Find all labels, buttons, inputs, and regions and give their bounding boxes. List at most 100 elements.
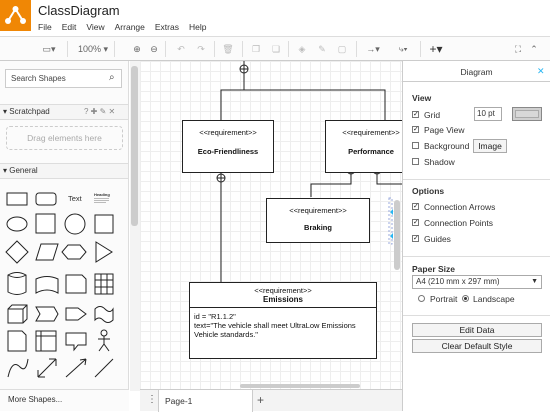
to-back-icon[interactable]: ❏	[271, 44, 281, 54]
landscape-radio[interactable]	[462, 295, 469, 302]
image-button[interactable]: Image	[473, 139, 507, 153]
tab-diagram[interactable]: Diagram	[460, 67, 493, 77]
sidebar-scrollbar[interactable]	[130, 61, 140, 391]
collapse-icon[interactable]: ⌃	[530, 44, 538, 54]
zoom-out-icon[interactable]: ⊖	[150, 44, 158, 54]
process-shape	[94, 214, 114, 234]
close-icon[interactable]: ✕	[537, 66, 545, 76]
connection-icon[interactable]: →▾	[366, 44, 380, 54]
braking-block[interactable]: <<requirement>> Braking	[266, 198, 370, 243]
eco-friendliness-block[interactable]: <<requirement>> Eco-Friendliness	[182, 120, 274, 173]
scratchpad-dropzone[interactable]: Drag elements here	[6, 126, 123, 150]
document-shape	[65, 274, 87, 294]
grid-checkbox[interactable]: ✓	[412, 111, 419, 118]
menu-file[interactable]: File	[38, 22, 52, 32]
guides-checkbox[interactable]: ✓	[412, 235, 419, 242]
portrait-radio[interactable]	[418, 295, 425, 302]
connection-arrows-checkbox[interactable]: ✓	[412, 203, 419, 210]
arrow-shape	[65, 358, 87, 378]
canvas-vscroll-thumb[interactable]	[394, 200, 400, 270]
undo-icon[interactable]: ↶	[177, 44, 185, 54]
menu-view[interactable]: View	[86, 22, 105, 32]
emissions-block[interactable]: <<requirement>> Emissions id = "R1.1.2" …	[189, 282, 377, 359]
zoom-select[interactable]: 100% ▾	[77, 44, 109, 54]
internal-storage-shape	[35, 330, 57, 352]
step-shape	[35, 306, 59, 322]
scratchpad-tools-icon: ? ✚ ✎ ✕	[84, 107, 116, 116]
menu-edit[interactable]: Edit	[61, 22, 77, 32]
tab-page-1[interactable]: Page-1	[158, 390, 253, 412]
curve-shape	[7, 358, 29, 378]
line-color-icon[interactable]: ✎	[318, 44, 326, 54]
paper-size-select[interactable]: A4 (210 mm x 297 mm)▼	[412, 275, 542, 289]
shadow-label: Shadow	[424, 157, 455, 167]
page-tab-bar: ⋮ Page-1 +	[140, 389, 402, 412]
view-header: View	[412, 93, 432, 103]
diagram-canvas[interactable]: <<requirement>> Eco-Friendliness <<requi…	[140, 61, 402, 389]
braking-stereotype: <<requirement>>	[289, 206, 347, 215]
fullscreen-icon[interactable]: ⛶	[514, 44, 522, 54]
emissions-text-line2: Vehicle standards."	[194, 330, 258, 339]
sidebar-scroll-thumb[interactable]	[131, 66, 138, 226]
triangle-shape	[95, 241, 113, 263]
selection-handles	[388, 197, 393, 245]
more-shapes-button[interactable]: More Shapes...	[0, 389, 129, 411]
page-view-label: Page View	[424, 125, 465, 135]
redo-icon[interactable]: ↷	[197, 44, 205, 54]
landscape-label: Landscape	[473, 294, 515, 304]
search-icon[interactable]: ⌕	[109, 72, 115, 83]
canvas-hscroll-thumb[interactable]	[240, 384, 360, 388]
cylinder-shape	[7, 272, 27, 295]
delete-icon[interactable]: 🗑	[222, 44, 234, 54]
ellipse-shape-outline	[6, 216, 28, 232]
connection-points-checkbox[interactable]: ✓	[412, 219, 419, 226]
emissions-attributes: id = "R1.1.2" text="The vehicle shall me…	[190, 307, 376, 339]
search-input[interactable]: Search Shapes	[5, 69, 122, 88]
edit-data-button[interactable]: Edit Data	[412, 323, 542, 337]
zoom-in-icon[interactable]: ⊕	[133, 44, 141, 54]
add-page-icon[interactable]: +	[257, 393, 265, 407]
performance-block[interactable]: <<requirement>> Performance	[325, 120, 402, 173]
waypoints-icon[interactable]: ⤷▾	[398, 44, 408, 54]
tape-shape	[94, 306, 114, 323]
shadow-icon[interactable]: ▢	[337, 44, 347, 54]
general-header[interactable]: ▾ General	[0, 163, 128, 179]
clear-default-style-button[interactable]: Clear Default Style	[412, 339, 542, 353]
hexagon-shape	[61, 244, 87, 260]
square-shape	[35, 213, 56, 234]
menu-arrange[interactable]: Arrange	[114, 22, 145, 32]
grid-size-input[interactable]: 10 pt	[474, 107, 502, 121]
pages-menu-icon[interactable]: ⋮	[147, 394, 157, 405]
document-title[interactable]: ClassDiagram	[38, 3, 120, 18]
card-shape	[65, 307, 87, 321]
to-front-icon[interactable]: ❐	[251, 44, 261, 54]
emissions-name: Emissions	[262, 295, 303, 304]
emissions-text-line1: text="The vehicle shall meet UltraLow Em…	[194, 321, 356, 330]
background-checkbox[interactable]	[412, 142, 419, 149]
performance-name: Performance	[348, 147, 394, 156]
page-shape	[7, 330, 27, 352]
general-shapes: Text Heading	[5, 192, 114, 378]
page-view-checkbox[interactable]: ✓	[412, 126, 419, 133]
app-logo	[0, 0, 31, 31]
options-header: Options	[412, 186, 445, 196]
chevron-down-icon: ▼	[531, 278, 538, 285]
format-panel-icon[interactable]: ▭▾	[42, 44, 56, 54]
scratchpad-header[interactable]: ▾ Scratchpad? ✚ ✎ ✕	[0, 104, 128, 120]
guides-label: Guides	[424, 234, 451, 244]
emissions-id: id = "R1.1.2"	[194, 312, 236, 321]
fill-color-icon[interactable]: ◈	[298, 44, 306, 54]
insert-icon[interactable]: +▾	[429, 42, 443, 56]
line-shape	[94, 358, 114, 378]
menu-help[interactable]: Help	[188, 22, 207, 32]
bidirectional-arrow-shape	[37, 358, 57, 378]
performance-stereotype: <<requirement>>	[342, 128, 400, 137]
portrait-label: Portrait	[430, 294, 458, 304]
background-label: Background	[424, 141, 470, 151]
callout-shape	[65, 332, 87, 352]
grid-color-swatch[interactable]	[512, 107, 542, 121]
shadow-checkbox[interactable]	[412, 158, 419, 165]
parallelogram-shape	[35, 243, 59, 261]
menu-extras[interactable]: Extras	[154, 22, 179, 32]
svg-text:Text: Text	[68, 194, 83, 203]
